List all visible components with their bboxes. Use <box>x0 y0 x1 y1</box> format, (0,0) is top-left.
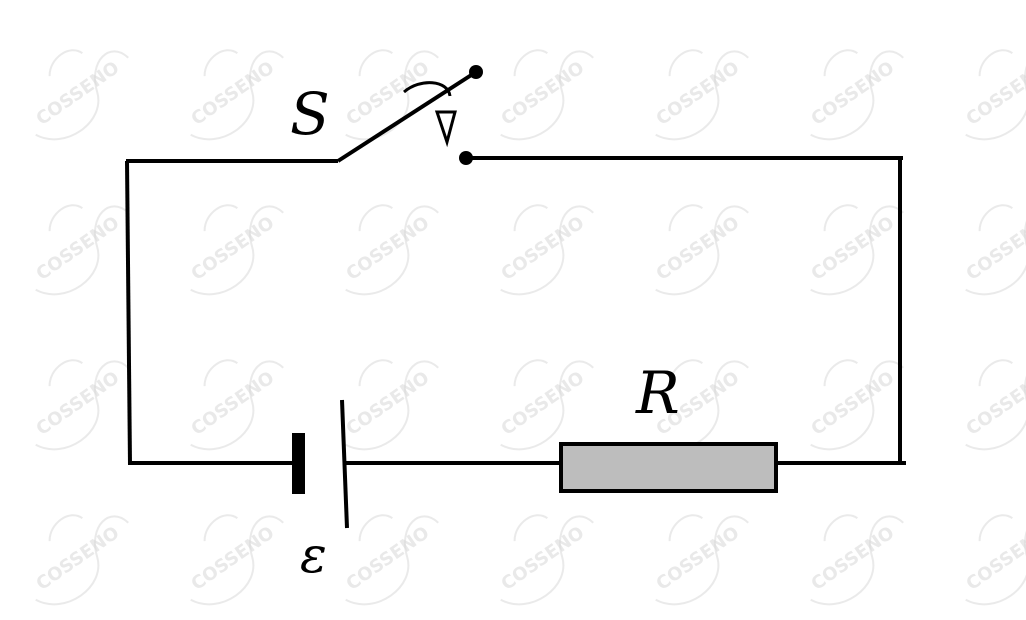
switch-blade <box>336 70 478 163</box>
watermark-text: COSSENO <box>962 57 1026 129</box>
switch-arrow-arc <box>403 81 452 97</box>
watermark-text: COSSENO <box>497 367 588 439</box>
wire-left <box>125 160 132 466</box>
emf-label: ε <box>300 526 327 584</box>
watermark-swirl <box>965 514 1026 606</box>
watermark-swirl <box>655 49 749 141</box>
watermark-layer: COSSENO COSSENO COSSENO COSSENO COSSENO COSSE… <box>32 49 1026 606</box>
watermark-swirl <box>35 204 129 296</box>
watermark-mark: COSSENO <box>962 359 1026 451</box>
watermark-swirl <box>35 49 129 141</box>
watermark-swirl <box>810 49 904 141</box>
watermark-text: COSSENO <box>962 367 1026 439</box>
watermark-swirl <box>500 514 594 606</box>
watermark-mark: COSSENO <box>342 204 439 296</box>
switch-label: S <box>290 80 330 148</box>
battery-negative-plate <box>292 433 305 494</box>
watermark-text: COSSENO <box>652 212 743 284</box>
watermark-swirl <box>965 359 1026 451</box>
watermark-swirl <box>965 204 1026 296</box>
watermark-text: COSSENO <box>807 212 898 284</box>
watermark-mark: COSSENO <box>497 204 594 296</box>
watermark-swirl <box>35 514 129 606</box>
watermark-text: COSSENO <box>497 212 588 284</box>
resistor <box>559 442 778 493</box>
watermark-text: COSSENO <box>652 522 743 594</box>
watermark-swirl <box>500 204 594 296</box>
watermark-swirl <box>190 514 284 606</box>
watermark-swirl <box>190 204 284 296</box>
watermark-mark: COSSENO <box>652 49 749 141</box>
watermark-text: COSSENO <box>342 367 433 439</box>
watermark-mark: COSSENO <box>807 514 904 606</box>
watermark-swirl <box>345 514 439 606</box>
watermark-swirl <box>35 359 129 451</box>
watermark-text: COSSENO <box>187 212 278 284</box>
watermark-text: COSSENO <box>187 367 278 439</box>
watermark-mark: COSSENO <box>962 514 1026 606</box>
watermark-mark: COSSENO <box>497 49 594 141</box>
watermark-swirl <box>190 359 284 451</box>
watermark-text: COSSENO <box>497 57 588 129</box>
watermark-text: COSSENO <box>652 57 743 129</box>
watermark-text: COSSENO <box>962 522 1026 594</box>
watermark-mark: COSSENO <box>187 49 284 141</box>
battery-positive-plate <box>340 399 349 529</box>
switch-arrow-head <box>434 110 457 148</box>
watermark-text: COSSENO <box>807 367 898 439</box>
watermark-mark: COSSENO <box>962 204 1026 296</box>
watermark-text: COSSENO <box>187 57 278 129</box>
watermark-swirl <box>500 359 594 451</box>
watermark-swirl <box>345 204 439 296</box>
watermark-text: COSSENO <box>497 522 588 594</box>
watermark-mark: COSSENO <box>32 514 129 606</box>
watermark-swirl <box>965 49 1026 141</box>
watermark-mark: COSSENO <box>962 49 1026 141</box>
watermark-text: COSSENO <box>807 522 898 594</box>
watermark-mark: COSSENO <box>807 49 904 141</box>
watermark-mark: COSSENO <box>187 204 284 296</box>
watermark-text: COSSENO <box>342 57 433 129</box>
watermark-mark: COSSENO <box>497 514 594 606</box>
watermark-text: COSSENO <box>32 212 123 284</box>
watermark-text: COSSENO <box>342 522 433 594</box>
watermark-mark: COSSENO <box>187 514 284 606</box>
watermark-swirl <box>190 49 284 141</box>
watermark-mark: COSSENO <box>652 204 749 296</box>
watermark-mark: COSSENO <box>652 514 749 606</box>
watermark-text: COSSENO <box>962 212 1026 284</box>
watermark-mark: COSSENO <box>342 514 439 606</box>
watermark-text: COSSENO <box>187 522 278 594</box>
watermark-mark: COSSENO <box>32 359 129 451</box>
watermark-swirl <box>655 204 749 296</box>
watermark-mark: COSSENO <box>342 359 439 451</box>
watermark-swirl <box>810 514 904 606</box>
watermark-text: COSSENO <box>32 57 123 129</box>
switch-pivot-contact <box>469 65 483 79</box>
watermark-mark: COSSENO <box>187 359 284 451</box>
watermark-swirl <box>655 514 749 606</box>
watermark-mark: COSSENO <box>32 49 129 141</box>
resistor-label: R <box>635 359 680 427</box>
watermark-mark: COSSENO <box>342 49 439 141</box>
watermark-text: COSSENO <box>342 212 433 284</box>
watermark-swirl <box>810 204 904 296</box>
watermark-swirl <box>500 49 594 141</box>
watermark-text: COSSENO <box>807 57 898 129</box>
watermark-swirl <box>810 359 904 451</box>
watermark-text: COSSENO <box>32 367 123 439</box>
watermark-swirl <box>345 359 439 451</box>
watermark-text: COSSENO <box>32 522 123 594</box>
